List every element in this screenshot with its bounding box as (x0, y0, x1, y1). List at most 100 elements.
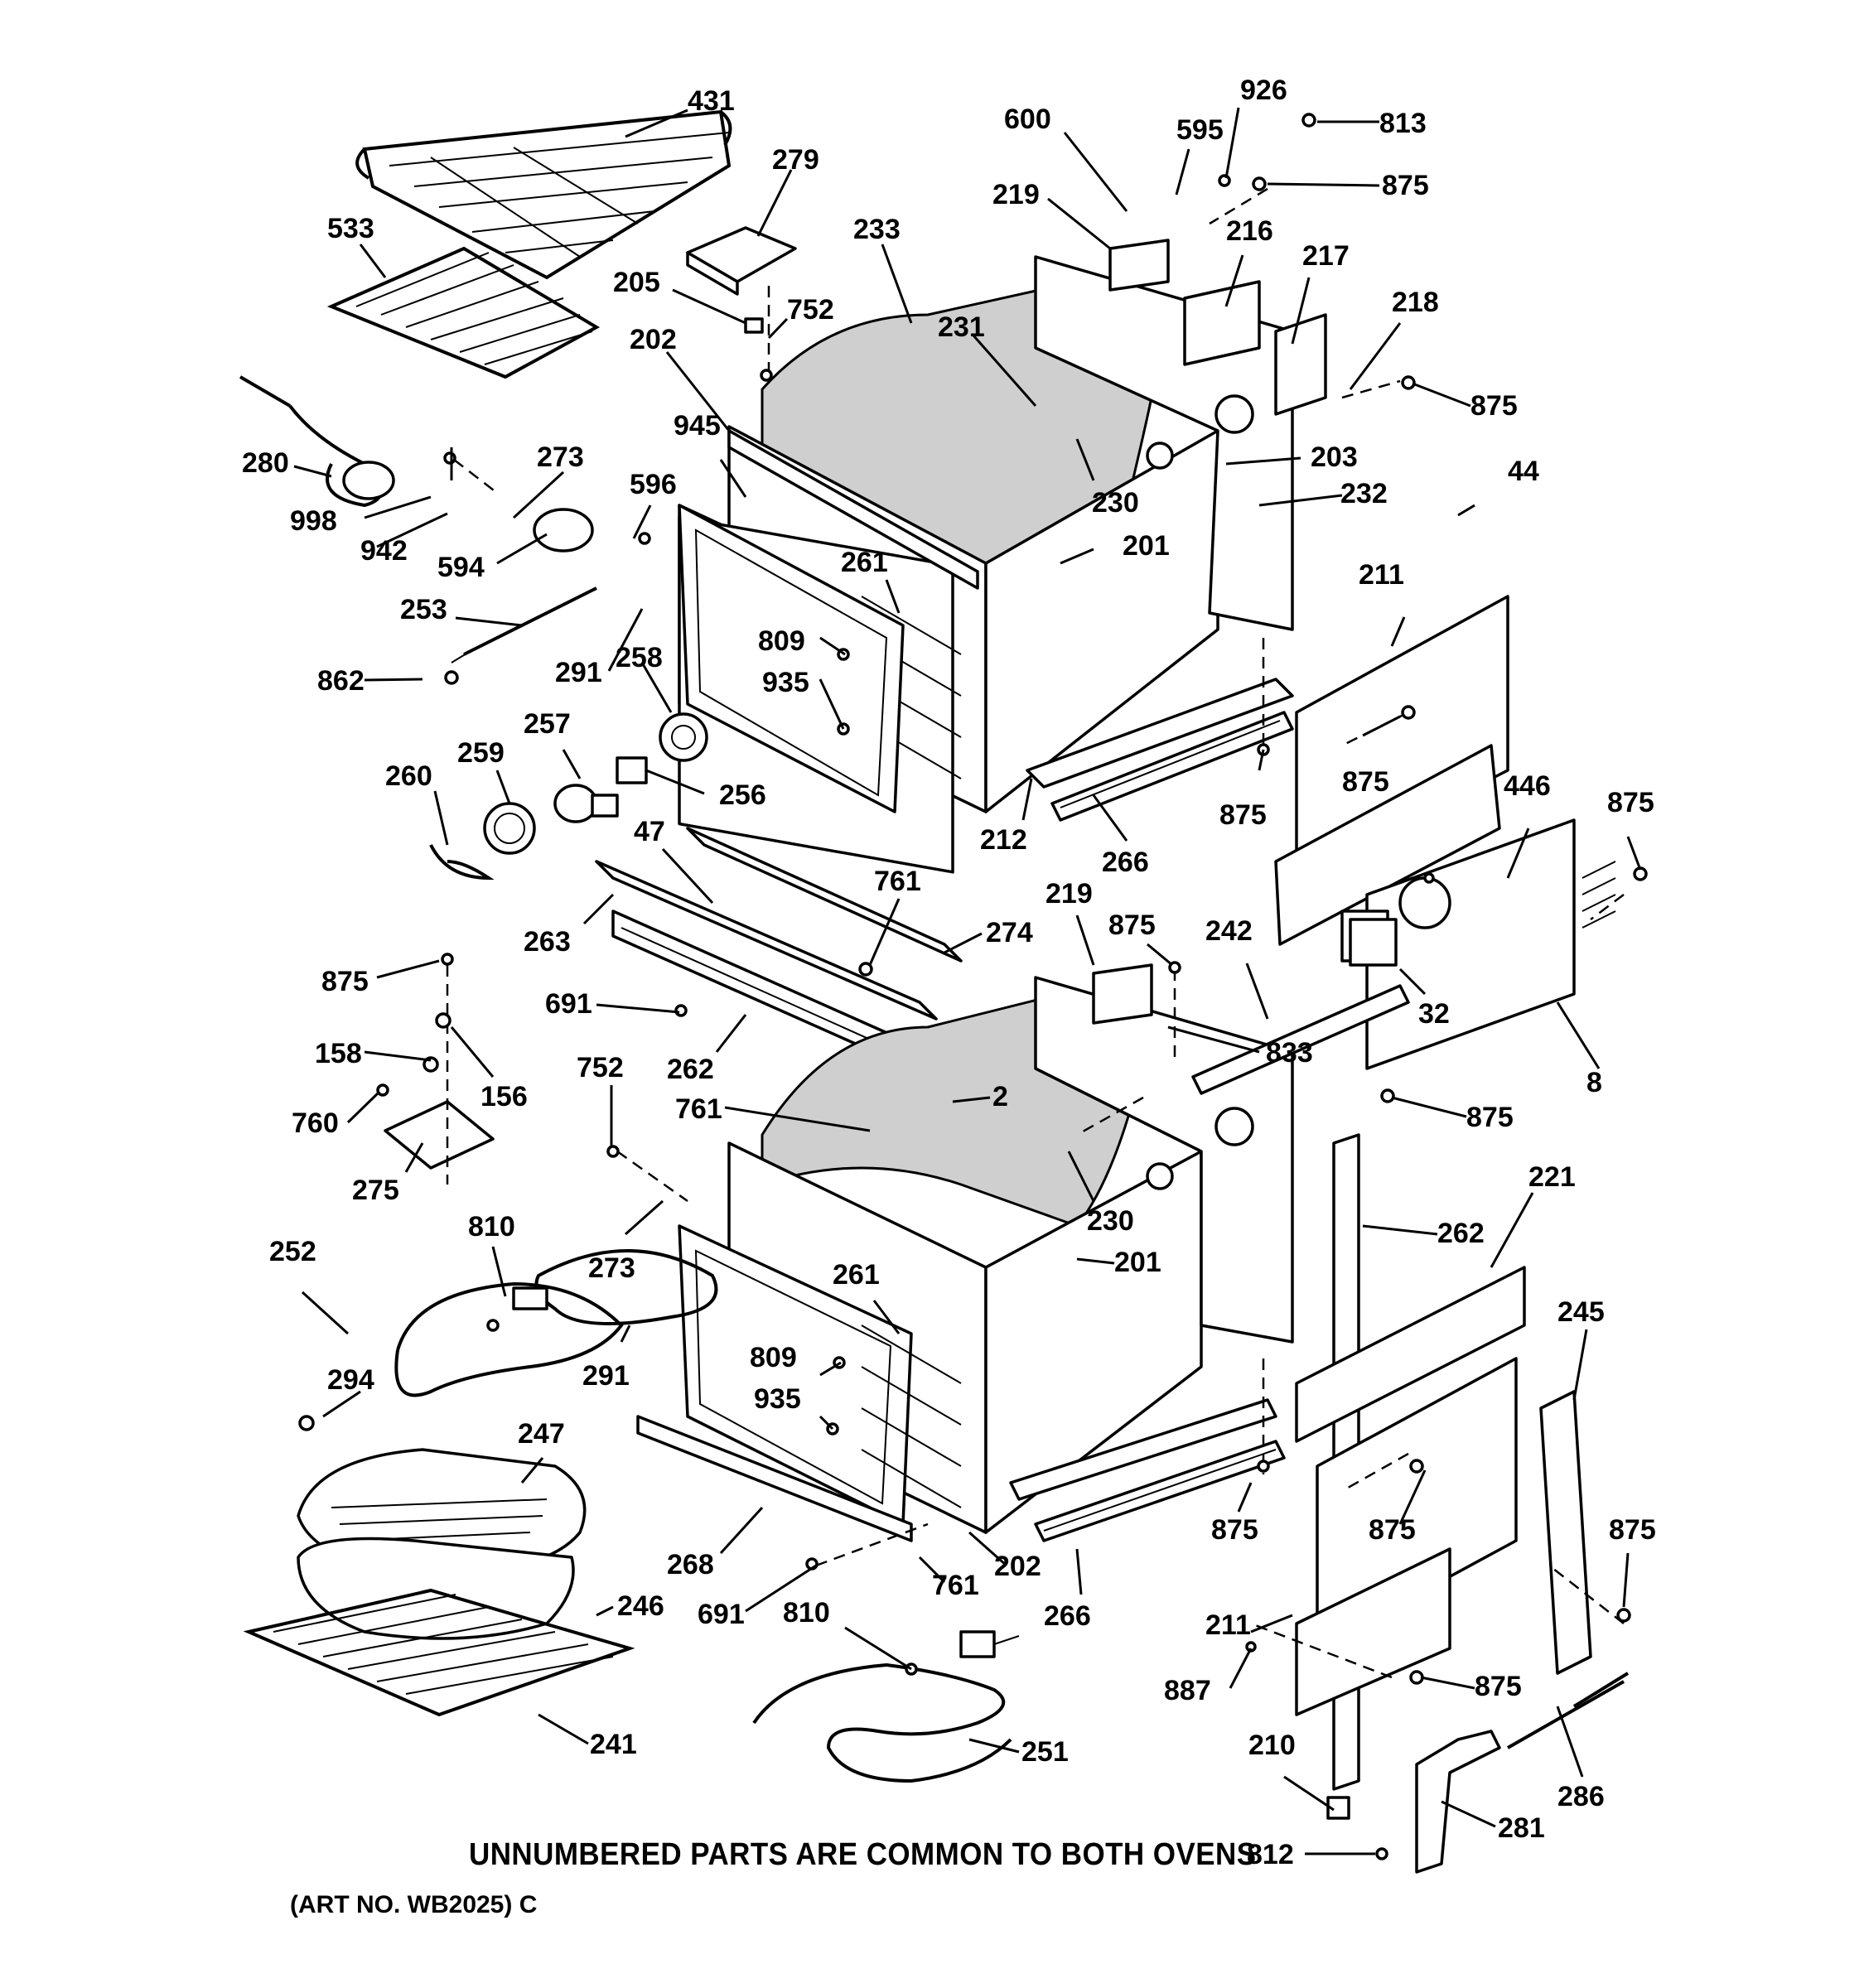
callout-label: 887 (1164, 1675, 1211, 1706)
vent-trim (595, 827, 963, 1070)
leader-lines (293, 107, 1642, 1855)
callout-label: 211 (1205, 1609, 1251, 1641)
callout-label: 761 (932, 1570, 979, 1601)
callout-label: 262 (667, 1054, 714, 1085)
callout-label: 810 (468, 1211, 515, 1242)
callout-label: 252 (269, 1236, 316, 1267)
callout-label: 273 (588, 1252, 635, 1284)
callout-label: 158 (315, 1038, 362, 1069)
fastener-lines (453, 187, 1625, 1679)
callout-label: 275 (352, 1175, 399, 1206)
callout-label: 280 (242, 447, 289, 479)
callout-label: 219 (1045, 878, 1093, 910)
callout-label: 211 (1359, 559, 1404, 591)
thermostat-32 (1191, 918, 1410, 1095)
callout-label: 156 (480, 1081, 528, 1112)
callout-label: 813 (1379, 108, 1427, 139)
callout-label: 259 (457, 737, 505, 769)
callout-label: 446 (1504, 770, 1551, 802)
callout-label: 242 (1205, 915, 1253, 947)
callout-label: 812 (1247, 1839, 1294, 1870)
callout-label: 809 (758, 625, 805, 657)
callout-label: 595 (1176, 114, 1224, 146)
upper-door-frame (678, 429, 979, 813)
callout-label: 810 (783, 1597, 830, 1629)
broil-element-252 (394, 1249, 718, 1397)
callout-label: 533 (327, 213, 374, 244)
callout-label: 875 (1108, 910, 1156, 941)
callout-label: 809 (750, 1342, 797, 1373)
callout-label: 833 (1266, 1037, 1313, 1069)
callout-label: 201 (1123, 530, 1170, 562)
illustration (239, 109, 1648, 1874)
callout-label: 263 (524, 926, 571, 958)
callout-label: 600 (1004, 104, 1051, 135)
callout-label: 32 (1418, 998, 1450, 1030)
callout-label: 752 (787, 294, 834, 326)
callout-label: 875 (1382, 170, 1429, 201)
panel-446 (1340, 818, 1616, 1070)
callout-label: 875 (1219, 799, 1267, 831)
callout-label: 257 (524, 708, 571, 740)
callout-label: 596 (630, 469, 677, 500)
callout-label: 942 (360, 535, 408, 567)
sensor-280 (239, 375, 594, 552)
callout-label: 202 (994, 1551, 1041, 1582)
callout-label: 875 (1211, 1514, 1258, 1546)
callout-label: 760 (292, 1107, 339, 1139)
callout-label: 233 (853, 214, 901, 245)
oven-rack-241 (243, 1588, 635, 1717)
callout-label: 294 (327, 1364, 374, 1396)
common-parts-note: UNNUMBERED PARTS ARE COMMON TO BOTH OVEN… (469, 1837, 1257, 1872)
callout-label: 261 (833, 1259, 880, 1291)
callout-label: 281 (1498, 1812, 1545, 1844)
callout-label: 44 (1508, 456, 1539, 487)
callout-label: 217 (1302, 240, 1350, 272)
callout-label: 261 (841, 547, 888, 578)
rear-panel-211-upper (1274, 595, 1509, 946)
callout-label: 253 (400, 594, 447, 625)
callout-label: 218 (1392, 287, 1439, 318)
callout-label: 761 (874, 866, 921, 897)
callout-label: 216 (1226, 215, 1273, 247)
callout-label: 205 (613, 267, 660, 298)
callout-label: 935 (762, 667, 809, 698)
bracket-275 (384, 965, 495, 1185)
callout-label: 266 (1044, 1600, 1091, 1632)
callout-label: 998 (290, 505, 337, 537)
lower-side-panels (1295, 1266, 1592, 1716)
lower-bottom-trim (636, 1398, 1286, 1542)
callout-label: 251 (1021, 1736, 1069, 1768)
callout-label: 279 (772, 144, 819, 176)
callout-label: 266 (1102, 847, 1149, 878)
callout-label: 230 (1087, 1205, 1134, 1237)
callout-label: 245 (1557, 1296, 1605, 1328)
callout-label: 221 (1528, 1161, 1576, 1193)
callout-label: 691 (545, 988, 592, 1020)
callout-label: 262 (1437, 1218, 1485, 1249)
callout-label: 875 (321, 966, 369, 997)
callout-label: 594 (437, 552, 485, 583)
callout-label: 231 (938, 311, 985, 343)
callout-label: 8 (1586, 1067, 1602, 1098)
callout-label: 212 (980, 824, 1027, 856)
callout-label: 274 (986, 917, 1033, 948)
callout-labels: 431 279 533 205 752 233 202 231 600 926 … (242, 75, 1656, 1870)
oven-rack-533 (326, 246, 601, 379)
callout-label: 286 (1557, 1781, 1605, 1812)
callout-label: 201 (1114, 1247, 1161, 1278)
callout-label: 875 (1475, 1671, 1522, 1702)
callout-label: 691 (698, 1599, 745, 1630)
callout-label: 273 (537, 442, 584, 473)
upper-bottom-trim (1026, 678, 1294, 822)
callout-label: 862 (317, 665, 365, 697)
probe-253 (451, 586, 597, 663)
callout-label: 203 (1311, 442, 1358, 473)
art-number: (ART NO. WB2025) C (290, 1891, 538, 1918)
callout-label: 875 (1466, 1102, 1514, 1133)
callout-label: 926 (1240, 75, 1287, 106)
callout-label: 258 (616, 642, 663, 673)
oven-rack-431 (355, 109, 732, 280)
callout-label: 268 (667, 1549, 714, 1580)
callout-label: 2 (992, 1081, 1008, 1112)
